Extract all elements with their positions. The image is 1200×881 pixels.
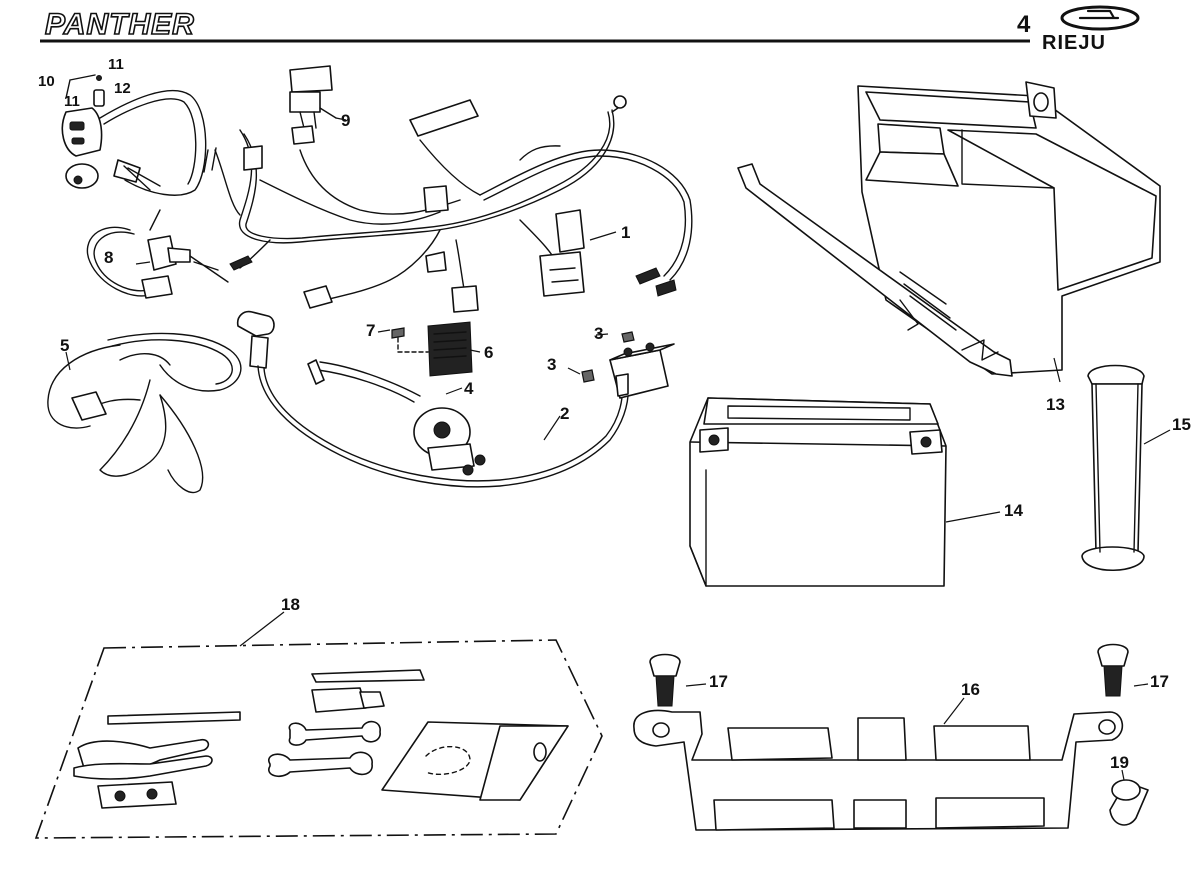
manufacturer-logo-text: RIEJU (1042, 32, 1106, 54)
label-part-7: 7 (366, 321, 375, 340)
label-part-9: 9 (341, 111, 350, 130)
label-part-18: 18 (281, 595, 300, 614)
battery-box-drawing (737, 81, 1161, 377)
label-part-19: 19 (1110, 753, 1129, 772)
regulator-drawing (391, 321, 473, 377)
handlebar-switch-drawing (61, 74, 207, 196)
page-number: 4 (1017, 11, 1031, 38)
label-part-6: 6 (484, 343, 493, 362)
label-part-8: 8 (104, 248, 113, 267)
label-part-4: 4 (464, 379, 474, 398)
label-part-13: 13 (1046, 395, 1065, 414)
rieju-logo: RIEJU (1042, 5, 1140, 54)
battery-drawing (689, 397, 947, 587)
brake-switch-cable-drawing (47, 332, 242, 494)
label-part-14: 14 (1004, 501, 1023, 520)
label-part-3-lower: 3 (547, 355, 556, 374)
battery-bracket-drawing (633, 643, 1149, 831)
model-logo: PANTHER (45, 8, 195, 41)
relay-drawing (319, 107, 337, 119)
battery-strap-drawing (1081, 364, 1145, 572)
label-part-1: 1 (621, 223, 630, 242)
label-part-17-right: 17 (1150, 672, 1169, 691)
leader-lines (65, 117, 1171, 781)
page-header: PANTHER 4 RIEJU (40, 5, 1140, 54)
ignition-switch-drawing (86, 209, 229, 299)
label-part-2: 2 (560, 404, 569, 423)
label-part-12: 12 (114, 80, 131, 97)
cdi-unit-drawing (307, 359, 486, 476)
ignition-coil-drawing (581, 331, 675, 399)
label-part-17-left: 17 (709, 672, 728, 691)
part-labels: 1 2 3 3 4 5 6 7 8 9 10 11 11 12 13 14 15… (38, 56, 1191, 772)
label-part-10: 10 (38, 73, 55, 90)
label-part-5: 5 (60, 336, 69, 355)
label-part-15: 15 (1172, 415, 1191, 434)
toolkit-drawing (34, 639, 603, 839)
label-part-3-upper: 3 (594, 324, 603, 343)
label-part-11-top: 11 (108, 56, 124, 73)
wiring-harness-drawing (203, 65, 693, 313)
spark-plug-cable-drawing (236, 310, 630, 488)
label-part-16: 16 (961, 680, 980, 699)
label-part-11-side: 11 (64, 93, 80, 110)
